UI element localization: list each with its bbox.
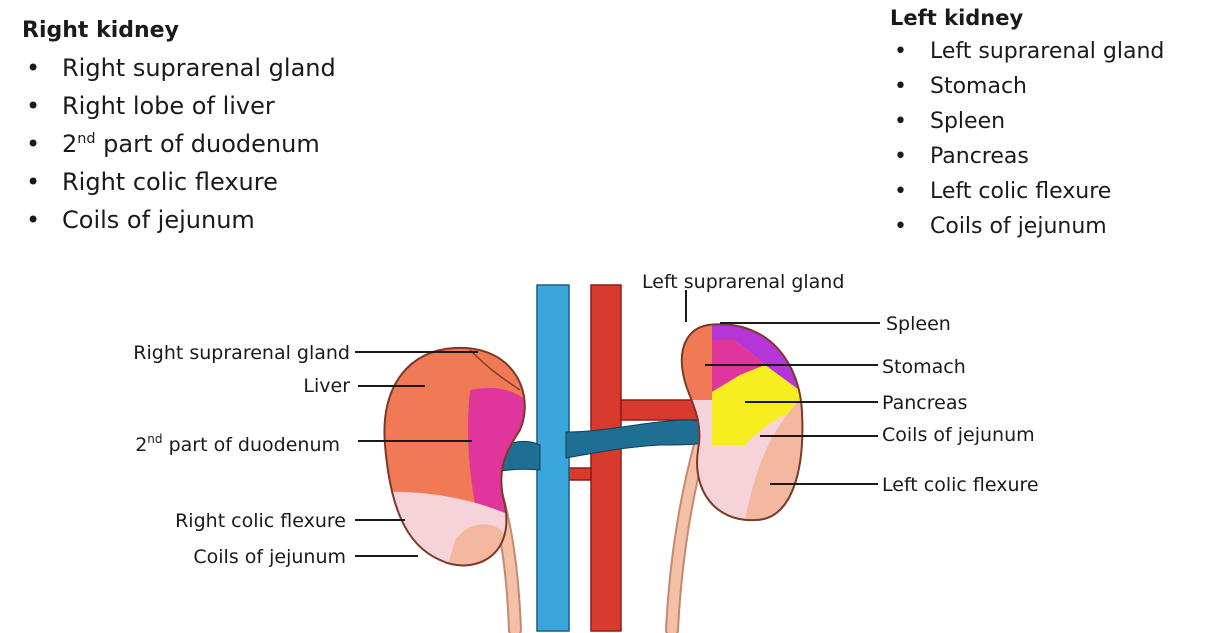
label-liver: Liver [303, 375, 350, 397]
item-text: Stomach [930, 74, 1028, 99]
label-text: 2 [135, 434, 147, 456]
item-text: Left suprarenal gland [930, 39, 1165, 64]
left-kidney-item: Spleen [890, 104, 1164, 139]
item-text: Pancreas [930, 144, 1029, 169]
ordinal-suffix: nd [147, 432, 162, 446]
left-renal-vein [565, 419, 713, 459]
label-right-jejunum: Coils of jejunum [193, 546, 346, 568]
pancreas-region [712, 365, 803, 445]
inferior-vena-cava [536, 284, 570, 632]
label-duodenum: 2nd part of duodenum [135, 432, 340, 456]
item-text: Left colic flexure [930, 179, 1112, 204]
right-kidney-item: 2nd part of duodenum [22, 125, 336, 163]
aorta [559, 284, 701, 632]
label-stomach: Stomach [882, 356, 966, 378]
left-kidney-item: Coils of jejunum [890, 209, 1164, 244]
right-kidney-item: Right lobe of liver [22, 87, 336, 125]
right-kidney-list: Right kidney Right suprarenal gland Righ… [22, 18, 336, 239]
item-text: Right colic flexure [62, 168, 278, 196]
item-text: Spleen [930, 109, 1006, 134]
left-kidney-item: Pancreas [890, 139, 1164, 174]
left-kidney-list: Left kidney Left suprarenal gland Stomac… [890, 6, 1164, 244]
label-left-jejunum: Coils of jejunum [882, 424, 1035, 446]
item-text: Coils of jejunum [62, 206, 255, 234]
right-kidney-item: Right suprarenal gland [22, 49, 336, 87]
right-kidney-item: Right colic flexure [22, 163, 336, 201]
left-kidney-title: Left kidney [890, 6, 1024, 30]
label-pancreas: Pancreas [882, 392, 967, 414]
item-text: Coils of jejunum [930, 214, 1107, 239]
label-right-colic: Right colic flexure [175, 510, 346, 532]
suprarenal-region [681, 324, 712, 400]
left-kidney-item: Stomach [890, 69, 1164, 104]
item-text: Right suprarenal gland [62, 54, 336, 82]
ordinal-suffix: nd [77, 131, 96, 147]
label-left-colic: Left colic flexure [882, 474, 1039, 496]
left-kidney-item: Left colic flexure [890, 174, 1164, 209]
right-kidney-title: Right kidney [22, 18, 179, 43]
left-kidney-item: Left suprarenal gland [890, 34, 1164, 69]
label-right-suprarenal: Right suprarenal gland [133, 342, 350, 364]
item-text: Right lobe of liver [62, 92, 275, 120]
left-kidney [681, 324, 803, 521]
right-kidney-outline [383, 346, 526, 567]
right-kidney-item: Coils of jejunum [22, 201, 336, 239]
label-text: part of duodenum [163, 434, 340, 456]
label-left-suprarenal: Left suprarenal gland [642, 271, 844, 293]
left-kidney-outline [680, 323, 804, 522]
label-spleen: Spleen [886, 313, 951, 335]
left-ureter-fill [667, 440, 705, 633]
suprarenal-line [469, 349, 521, 391]
item-text: 2 [62, 130, 78, 158]
item-text: part of duodenum [95, 130, 320, 158]
